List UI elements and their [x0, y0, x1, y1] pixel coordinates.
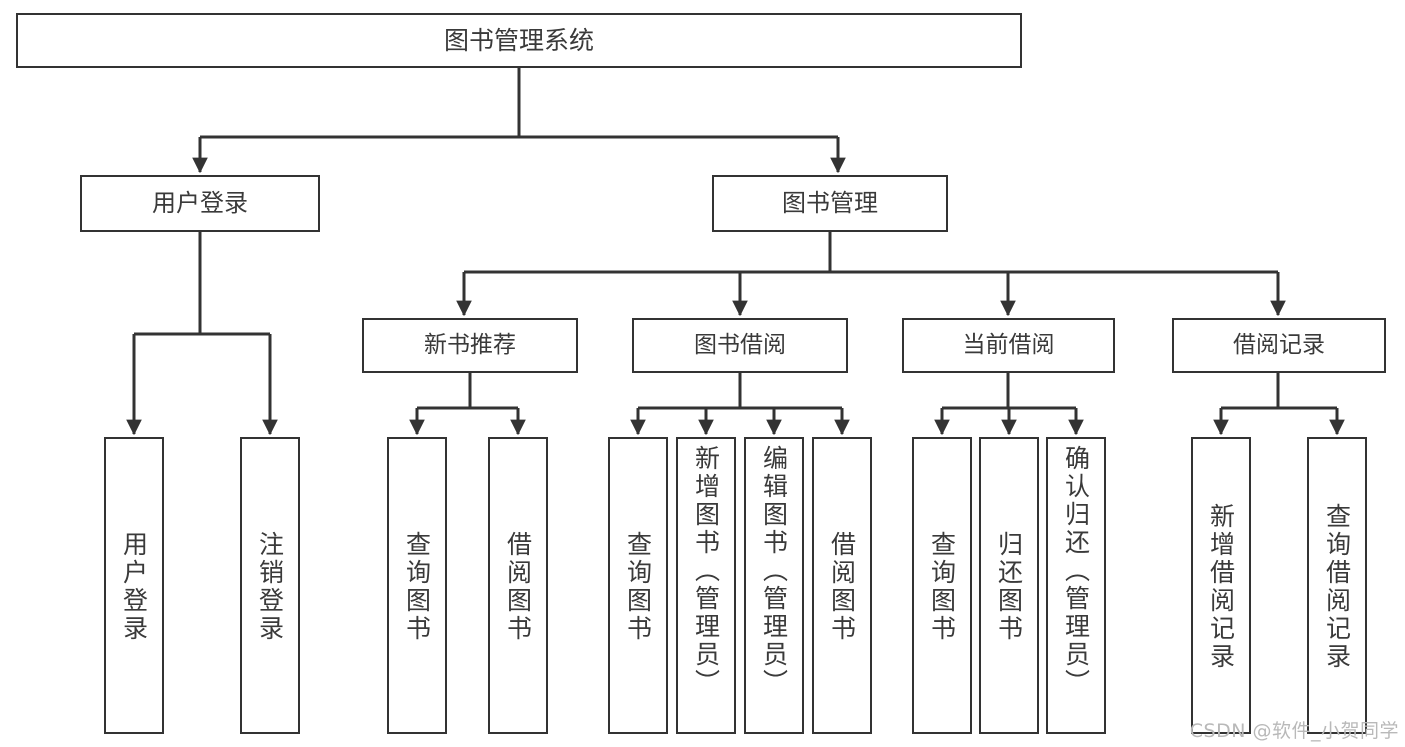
- node-user-login-label: 用户登录: [152, 189, 248, 218]
- node-leaf-query-book-1[interactable]: 查询图书: [387, 437, 447, 734]
- node-borrow-record[interactable]: 借阅记录: [1172, 318, 1386, 373]
- node-leaf-add-record[interactable]: 新增借阅记录: [1191, 437, 1251, 734]
- node-leaf-edit-book-label: 编辑图书（管理员）: [759, 445, 789, 697]
- node-leaf-return-book[interactable]: 归还图书: [979, 437, 1039, 734]
- node-leaf-edit-book[interactable]: 编辑图书（管理员）: [744, 437, 804, 734]
- node-leaf-query-book-2[interactable]: 查询图书: [608, 437, 668, 734]
- node-leaf-return-book-label: 归还图书: [994, 530, 1024, 643]
- node-leaf-confirm-return-label: 确认归还（管理员）: [1061, 445, 1091, 697]
- node-leaf-query-record-label: 查询借阅记录: [1322, 502, 1352, 671]
- watermark: CSDN @软件_小贺同学: [1189, 720, 1399, 742]
- node-leaf-query-book-1-label: 查询图书: [402, 530, 432, 643]
- node-book-borrow[interactable]: 图书借阅: [632, 318, 848, 373]
- node-leaf-borrow-book-1[interactable]: 借阅图书: [488, 437, 548, 734]
- node-new-book-recommend-label: 新书推荐: [424, 331, 516, 358]
- node-leaf-add-book-label: 新增图书（管理员）: [691, 445, 721, 697]
- node-leaf-add-record-label: 新增借阅记录: [1206, 502, 1236, 671]
- node-leaf-user-login-label: 用户登录: [119, 530, 149, 643]
- node-leaf-query-book-3-label: 查询图书: [927, 530, 957, 643]
- node-leaf-borrow-book-2-label: 借阅图书: [827, 530, 857, 643]
- node-borrow-record-label: 借阅记录: [1233, 331, 1325, 358]
- node-book-borrow-label: 图书借阅: [694, 331, 786, 358]
- node-leaf-add-book[interactable]: 新增图书（管理员）: [676, 437, 736, 734]
- node-current-borrow[interactable]: 当前借阅: [902, 318, 1115, 373]
- node-leaf-borrow-book-2[interactable]: 借阅图书: [812, 437, 872, 734]
- node-book-manage-label: 图书管理: [782, 189, 878, 218]
- node-leaf-borrow-book-1-label: 借阅图书: [503, 530, 533, 643]
- node-user-login[interactable]: 用户登录: [80, 175, 320, 232]
- node-root-label: 图书管理系统: [443, 25, 594, 55]
- node-leaf-confirm-return[interactable]: 确认归还（管理员）: [1046, 437, 1106, 734]
- node-leaf-user-logout[interactable]: 注销登录: [240, 437, 300, 734]
- node-new-book-recommend[interactable]: 新书推荐: [362, 318, 578, 373]
- node-root-system[interactable]: 图书管理系统: [16, 13, 1022, 68]
- node-leaf-query-book-2-label: 查询图书: [623, 530, 653, 643]
- node-leaf-query-book-3[interactable]: 查询图书: [912, 437, 972, 734]
- node-current-borrow-label: 当前借阅: [962, 331, 1055, 358]
- node-book-manage[interactable]: 图书管理: [712, 175, 948, 232]
- node-leaf-user-logout-label: 注销登录: [255, 530, 285, 643]
- node-leaf-query-record[interactable]: 查询借阅记录: [1307, 437, 1367, 734]
- node-leaf-user-login[interactable]: 用户登录: [104, 437, 164, 734]
